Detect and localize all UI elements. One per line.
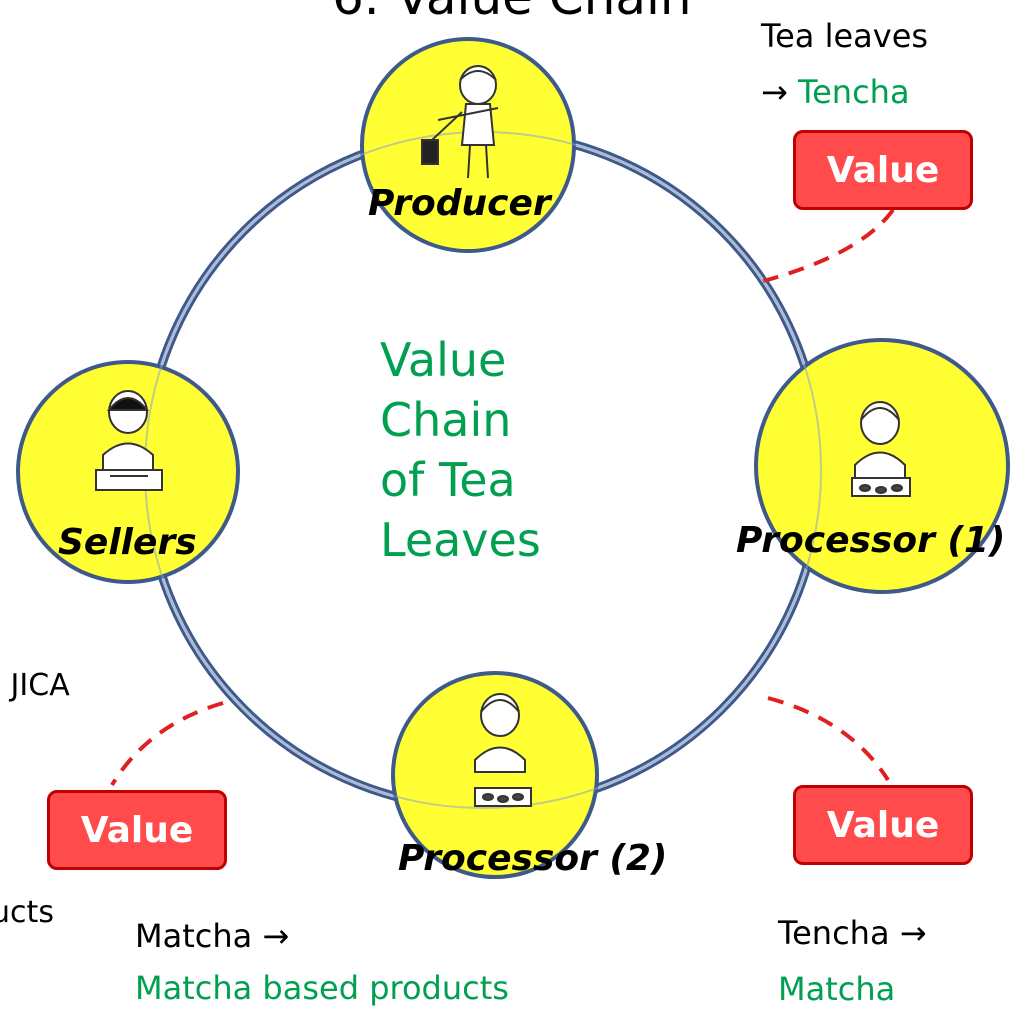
farmer-icon — [421, 65, 499, 179]
note-top-right: Tea leaves → Tencha — [761, 8, 928, 120]
center-label-line: Chain — [380, 393, 512, 447]
note-bottom-center: Matcha → Matcha based products — [135, 910, 509, 1014]
arrow-icon: → — [262, 917, 290, 955]
processor2-node — [391, 671, 599, 879]
value-badge-bottom-left: Value — [47, 790, 227, 870]
note-to: Matcha — [778, 970, 896, 1008]
producer-label: Producer — [368, 183, 551, 224]
dashed-connector-top-right — [759, 208, 895, 284]
arrow-icon: → — [899, 914, 927, 952]
note-to: Matcha based products — [135, 969, 509, 1007]
dashed-connector-bottom-left — [110, 701, 224, 787]
note-to: Tencha — [797, 73, 910, 111]
note-bottom-right: Tencha → Matcha — [778, 905, 927, 1017]
center-label-line: Value — [380, 333, 507, 387]
clipped-text-products: ducts — [0, 895, 54, 930]
note-from-line: Matcha → — [135, 910, 509, 962]
processor-worker-icon — [474, 693, 532, 807]
center-label: Value Chain of Tea Leaves — [380, 330, 541, 570]
processor1-label: Processor (1) — [736, 520, 1006, 561]
clipped-text-jica: h JICA — [0, 668, 70, 703]
note-from-line: Tencha → — [778, 905, 927, 961]
sellers-label: Sellers — [58, 522, 197, 563]
note-from: Matcha — [135, 917, 253, 955]
dashed-connector-bottom-right — [767, 696, 890, 782]
note-to-line: → Tencha — [761, 64, 928, 120]
arrow-icon: → — [761, 73, 788, 111]
center-label-line: of Tea — [380, 453, 516, 507]
center-label-line: Leaves — [380, 513, 541, 567]
value-badge-bottom-right: Value — [793, 785, 973, 865]
page-title: 6. Value Chain — [332, 0, 692, 26]
value-badge-top-right: Value — [793, 130, 973, 210]
seller-icon — [95, 390, 163, 491]
note-from: Tea leaves — [761, 17, 929, 55]
processor2-label: Processor (2) — [398, 838, 668, 879]
note-from: Tencha — [778, 914, 890, 952]
processor-worker-icon — [851, 401, 911, 497]
